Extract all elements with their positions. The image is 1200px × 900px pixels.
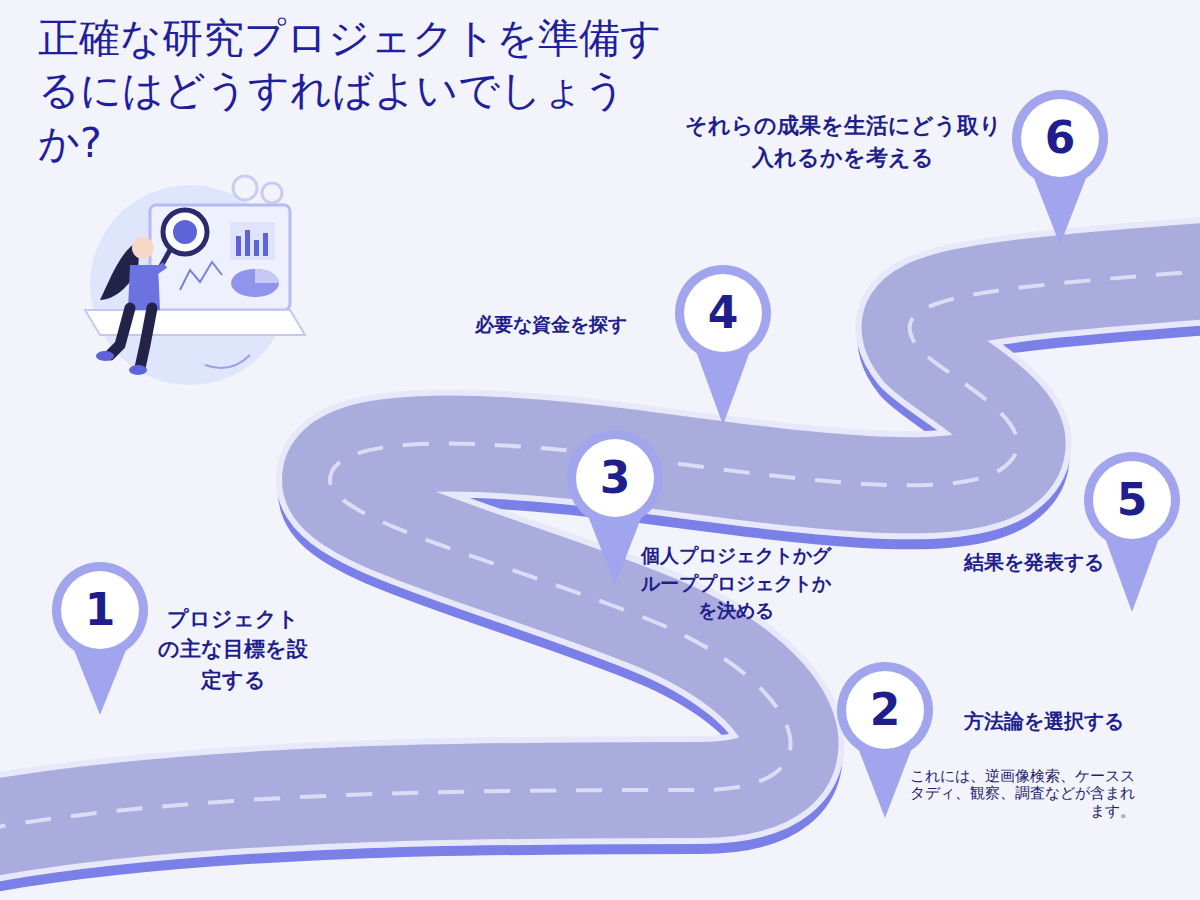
pin-shape	[673, 263, 773, 427]
map-pin: 3個人プロジェクトかグループプロジェクトかを決める	[565, 428, 665, 587]
callout-number: 5	[1082, 478, 1182, 522]
pin-shape	[1082, 450, 1182, 614]
callout-number: 6	[1010, 116, 1110, 160]
map-pin: 5結果を発表する	[1082, 450, 1182, 614]
callout-number: 4	[673, 291, 773, 335]
title: 正確な研究プロジェクトを準備するにはどうすればよいでしょうか?	[38, 12, 686, 169]
step-label: プロジェクトの主な目標を設定する	[158, 604, 308, 695]
step-label: 結果を発表する	[964, 548, 1104, 577]
map-pin: 6それらの成果を生活にどう取り入れるかを考える	[1010, 88, 1110, 247]
callout-number: 3	[565, 456, 665, 500]
step-label: 必要な資金を探す	[448, 311, 653, 339]
step-label: 個人プロジェクトかグループプロジェクトかを決める	[636, 542, 836, 625]
pin-shape	[50, 560, 150, 717]
map-pin: 2方法論を選択するこれには、逆画像検索、ケーススタディ、観察、調査などが含まれま…	[835, 660, 935, 820]
step-label: これには、逆画像検索、ケーススタディ、観察、調査などが含まれます。	[910, 768, 1135, 820]
map-pin: 4必要な資金を探す	[673, 263, 773, 427]
pin-shape	[1010, 88, 1110, 247]
step-label: それらの成果を生活にどう取り入れるかを考える	[682, 110, 1004, 174]
step-label: 方法論を選択する	[944, 707, 1144, 736]
callout-number: 2	[835, 688, 935, 732]
map-pin: 1プロジェクトの主な目標を設定する	[50, 560, 150, 717]
callout-number: 1	[50, 588, 150, 632]
